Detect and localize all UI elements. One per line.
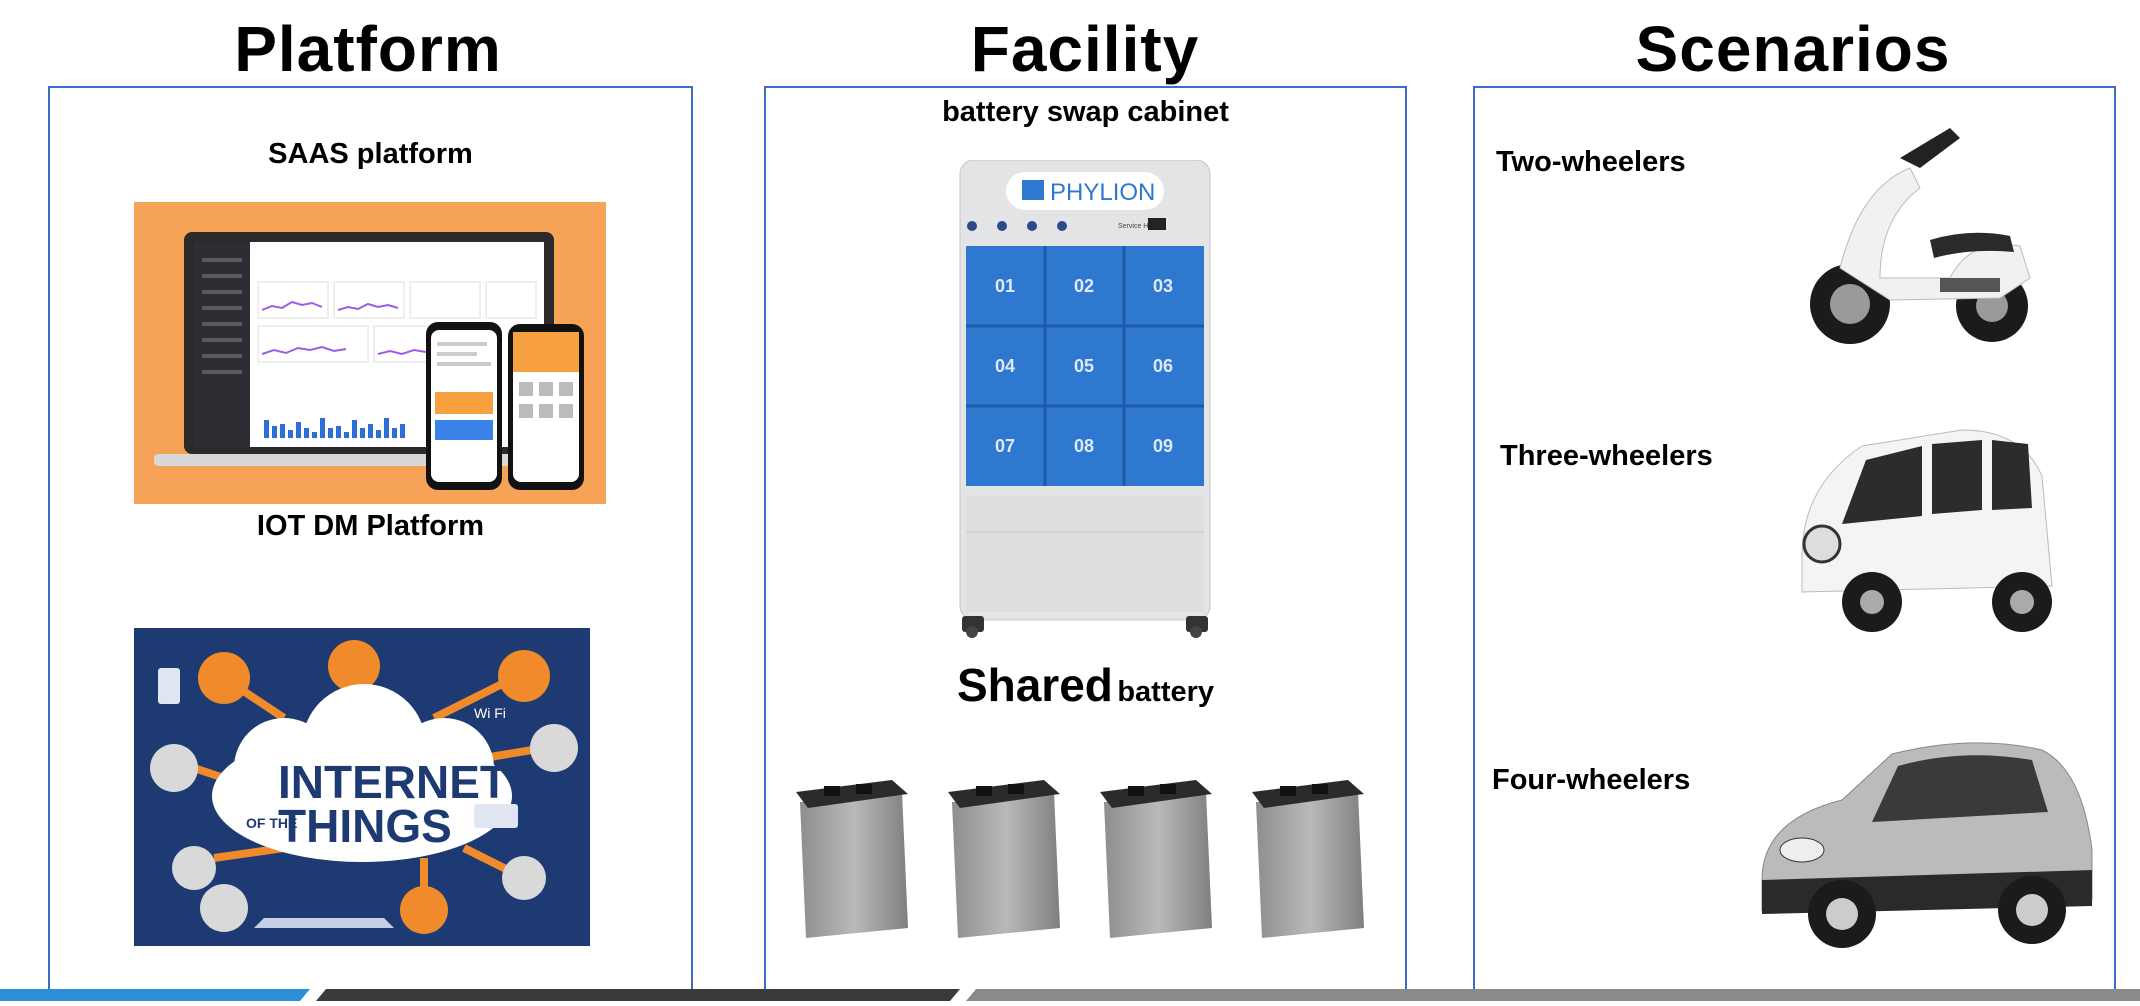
iot-text-internet: INTERNET [278,756,508,808]
battery-word: battery [1117,676,1215,708]
internet-of-things-image: INTERNET THINGS OF THE Wi Fi [134,628,590,946]
cabinet-cell-09: 09 [1153,436,1173,456]
platform-heading: Platform [234,13,502,85]
service-hotline: Service Hotline [1118,223,1165,230]
scenarios-heading: Scenarios [1635,13,1951,85]
cabinet-cell-01: 01 [995,276,1015,296]
phylion-brand: PHYLION [1050,179,1155,206]
battery-swap-cabinet-label: battery swap cabinet [942,96,1229,128]
iot-text-things: THINGS [278,800,452,852]
cabinet-cell-06: 06 [1153,356,1173,376]
shared-word: Shared [956,659,1113,711]
iot-text-of-the: OF THE [246,815,297,831]
scooter-image [1800,128,2040,354]
facility-heading: Facility [970,13,1200,85]
iot-dm-platform-label: IOT DM Platform [256,510,485,542]
three-wheelers-label: Three-wheelers [1500,440,1713,472]
cabinet-cell-05: 05 [1074,356,1094,376]
shared-battery-unit [1252,780,1364,938]
battery-swap-cabinet-image: PHYLION Service Hotline 01 02 03 04 05 06 07 08… [958,159,1212,638]
shared-battery-unit [948,780,1060,938]
shared-batteries-svg [796,780,1364,938]
wifi-text: Wi Fi [474,705,506,721]
four-wheelers-label: Four-wheelers [1492,764,1691,796]
two-wheelers-label: Two-wheelers [1496,146,1686,178]
shared-battery-unit [1100,780,1212,938]
cabinet-cell-04: 04 [995,356,1015,376]
four-wheeler-image [1752,730,2098,956]
footer-bar [0,988,2140,1001]
saas-platform-image [134,202,606,504]
shared-batteries-row [792,778,1392,948]
shared-battery-label: Shared battery [764,658,1407,712]
shared-battery-unit [796,780,908,938]
cabinet-cell-08: 08 [1074,436,1094,456]
cabinet-cell-07: 07 [995,436,1015,456]
cabinet-cell-03: 03 [1153,276,1173,296]
saas-platform-label: SAAS platform [268,138,473,170]
cabinet-cell-02: 02 [1074,276,1094,296]
three-wheeler-image [1782,416,2062,642]
